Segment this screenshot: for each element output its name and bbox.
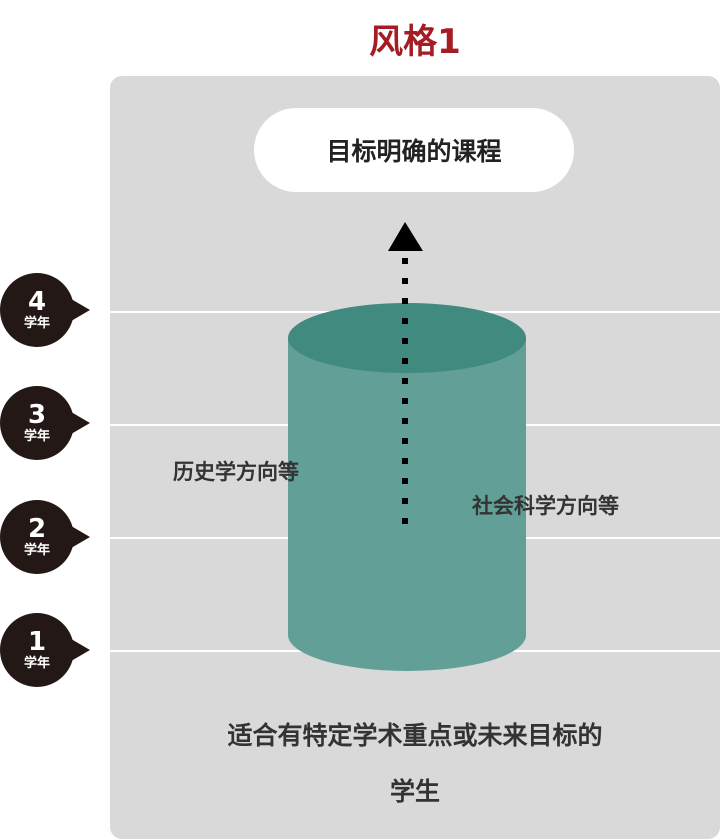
grade-unit: 学年	[23, 429, 50, 444]
target-description: 适合有特定学术重点或未来目标的 学生	[110, 708, 720, 820]
grade-number: 2	[27, 514, 47, 544]
badge-4	[0, 273, 90, 347]
up-arrow	[388, 222, 423, 528]
badge-3	[0, 386, 90, 460]
target-line-2: 学生	[389, 777, 440, 806]
right-label: 社会科学方向等	[472, 494, 619, 518]
badge-2	[0, 500, 90, 574]
diagram-title: 风格1	[369, 22, 461, 62]
cylinder	[288, 303, 526, 671]
grade-unit: 学年	[23, 656, 50, 671]
target-line-1: 适合有特定学术重点或未来目标的	[227, 721, 603, 750]
grade-unit: 学年	[23, 316, 50, 331]
grade-number: 3	[27, 400, 47, 430]
grade-number: 1	[27, 627, 47, 657]
left-label: 历史学方向等	[173, 460, 299, 484]
arrow-head-icon	[388, 222, 423, 251]
grade-number: 4	[27, 287, 47, 317]
goal-pill: 目标明确的课程	[254, 108, 574, 192]
cylinder-body	[288, 338, 526, 671]
grade-unit: 学年	[23, 543, 50, 558]
grade-badges	[0, 273, 90, 687]
badge-1	[0, 613, 90, 687]
